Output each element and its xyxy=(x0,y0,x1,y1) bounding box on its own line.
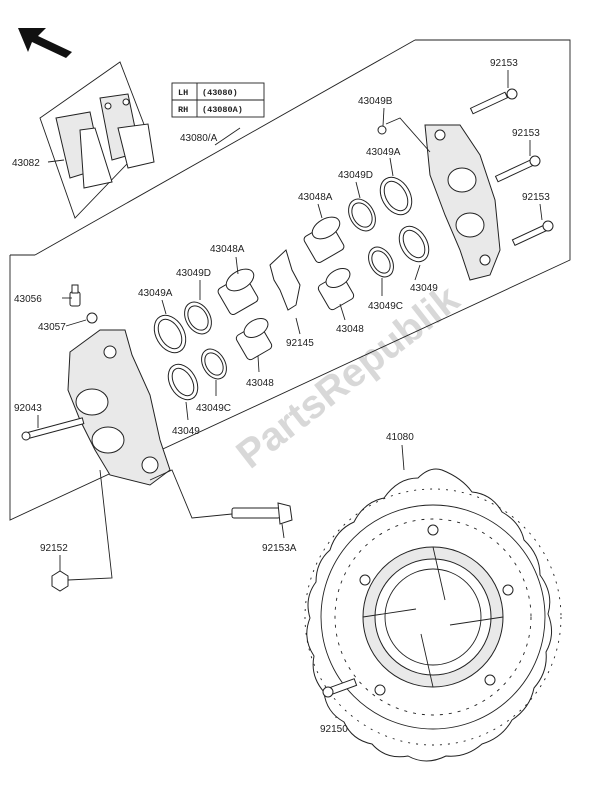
label-43048-right: 43048 xyxy=(336,324,364,335)
label-43057: 43057 xyxy=(38,322,66,333)
label-43049a-right: 43049A xyxy=(366,147,401,158)
seal-43049-left xyxy=(167,363,199,401)
washer-43049b xyxy=(377,125,387,135)
bolt-92150 xyxy=(322,678,358,698)
label-92153-1: 92153 xyxy=(490,58,518,69)
label-41080: 41080 xyxy=(386,432,414,443)
bolt-92153a xyxy=(231,502,293,525)
label-92152: 92152 xyxy=(40,543,68,554)
label-43049d-left: 43049D xyxy=(176,268,211,279)
bolt-92153-top xyxy=(469,88,518,115)
label-43080a: 43080/A xyxy=(180,133,218,144)
piston-43048-left xyxy=(235,318,273,361)
bleeder-43056 xyxy=(69,284,81,307)
label-43049a-left: 43049A xyxy=(138,288,173,299)
direction-arrow-icon xyxy=(18,28,72,58)
seal-43049c-left xyxy=(201,348,227,380)
label-92145: 92145 xyxy=(286,338,314,349)
seal-43049c-right xyxy=(368,246,394,278)
label-43049b: 43049B xyxy=(358,96,393,107)
label-43049-left: 43049 xyxy=(172,426,200,437)
legend-side-lh: LH xyxy=(178,88,188,98)
label-43049-right: 43049 xyxy=(410,283,438,294)
spring-clip-92145 xyxy=(269,249,301,311)
caliper-left-half xyxy=(67,329,171,486)
watermark: PartsRepublik xyxy=(228,276,468,477)
piston-43048a-left xyxy=(217,268,259,316)
frame-diagonal xyxy=(34,39,416,256)
label-43048-left: 43048 xyxy=(246,378,274,389)
nut-92152 xyxy=(51,570,69,592)
legend-table: LH (43080) RH (43080A) xyxy=(171,82,265,118)
assembly-frame xyxy=(9,39,571,521)
label-92153a: 92153A xyxy=(262,543,297,554)
piston-43048a-right xyxy=(303,216,345,264)
bolt-92153-low xyxy=(511,220,554,246)
label-92153-2: 92153 xyxy=(512,128,540,139)
caliper-right-half xyxy=(424,124,501,281)
seal-43049d-right xyxy=(348,198,376,232)
seal-43049a-right xyxy=(379,176,413,216)
brake-pads xyxy=(55,93,155,189)
label-43049d-right: 43049D xyxy=(338,170,373,181)
label-43048a-right: 43048A xyxy=(298,192,333,203)
seal-43049a-left xyxy=(153,314,187,354)
label-92043: 92043 xyxy=(14,403,42,414)
label-43049c-right: 43049C xyxy=(368,301,403,312)
legend-code-rh: (43080A) xyxy=(202,105,243,115)
pin-92043 xyxy=(21,417,85,441)
brake-disc-41080 xyxy=(304,468,562,762)
bolt-92153-mid xyxy=(494,155,541,183)
legend-code-lh: (43080) xyxy=(202,88,238,98)
seal-43049-right xyxy=(398,225,430,263)
label-92153-3: 92153 xyxy=(522,192,550,203)
seal-43049d-left xyxy=(184,301,212,335)
piston-43048-right xyxy=(317,268,355,311)
label-43048a-left: 43048A xyxy=(210,244,245,255)
label-43056: 43056 xyxy=(14,294,42,305)
label-43082: 43082 xyxy=(12,158,40,169)
label-92150: 92150 xyxy=(320,724,348,735)
legend-side-rh: RH xyxy=(178,105,188,115)
cap-43057 xyxy=(86,312,98,324)
label-43049c-left: 43049C xyxy=(196,403,231,414)
